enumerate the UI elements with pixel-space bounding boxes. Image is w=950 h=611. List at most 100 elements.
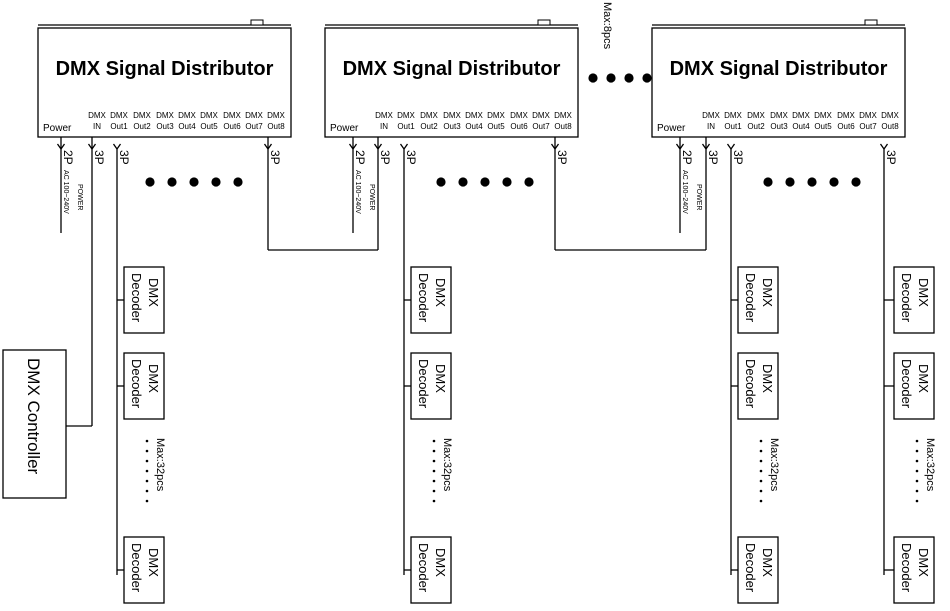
dot-icon bbox=[145, 479, 149, 483]
decoder-label-2: Decoder bbox=[129, 359, 144, 409]
port-label-bottom: Out8 bbox=[554, 122, 572, 131]
port-label-top: DMX bbox=[156, 111, 174, 120]
dot-icon bbox=[785, 177, 795, 187]
max-decoders-label: Max:32pcs bbox=[924, 438, 936, 492]
decoder-label-1: DMX bbox=[760, 364, 775, 393]
dot-icon bbox=[432, 459, 436, 463]
controller-box bbox=[2, 349, 67, 499]
distributor-title: DMX Signal Distributor bbox=[343, 58, 561, 80]
arrow-icon bbox=[112, 143, 122, 151]
3p-label: 3P bbox=[378, 150, 392, 165]
dot-icon bbox=[432, 439, 436, 443]
dot-icon bbox=[915, 489, 919, 493]
dot-icon bbox=[763, 177, 773, 187]
arrow-icon bbox=[348, 143, 358, 151]
dot-icon bbox=[436, 177, 446, 187]
port-label-bottom: Out4 bbox=[792, 122, 810, 131]
port-label-bottom: Out5 bbox=[200, 122, 218, 131]
dot-icon bbox=[145, 499, 149, 503]
port-label-top: DMX bbox=[88, 111, 106, 120]
port-label-bottom: Out3 bbox=[443, 122, 461, 131]
port-label-bottom: Out3 bbox=[770, 122, 788, 131]
port-label-top: DMX bbox=[223, 111, 241, 120]
port-label-bottom: IN bbox=[380, 122, 388, 131]
decoder-label-1: DMX bbox=[760, 278, 775, 307]
dot-icon bbox=[915, 449, 919, 453]
dot-icon bbox=[851, 177, 861, 187]
port-label-top: DMX bbox=[110, 111, 128, 120]
dot-icon bbox=[233, 177, 243, 187]
dot-icon bbox=[145, 459, 149, 463]
arrow-icon bbox=[879, 143, 889, 151]
dot-icon bbox=[829, 177, 839, 187]
port-label-bottom: Out8 bbox=[267, 122, 285, 131]
dot-icon bbox=[915, 479, 919, 483]
dot-icon bbox=[606, 73, 616, 83]
decoder-box bbox=[737, 266, 779, 334]
port-label-bottom: IN bbox=[93, 122, 101, 131]
port-label-bottom: Out5 bbox=[487, 122, 505, 131]
port-label-top: DMX bbox=[487, 111, 505, 120]
mount-tab bbox=[864, 19, 878, 26]
port-label-top: DMX bbox=[133, 111, 151, 120]
decoder-label-2: Decoder bbox=[129, 273, 144, 323]
dot-icon bbox=[458, 177, 468, 187]
dot-icon bbox=[807, 177, 817, 187]
decoder-label-2: Decoder bbox=[743, 273, 758, 323]
dot-icon bbox=[167, 177, 177, 187]
port-label-bottom: Out8 bbox=[881, 122, 899, 131]
port-label-top: DMX bbox=[510, 111, 528, 120]
dot-icon bbox=[624, 73, 634, 83]
port-label-bottom: Out1 bbox=[397, 122, 415, 131]
arrow-icon bbox=[675, 143, 685, 151]
port-label-top: DMX bbox=[397, 111, 415, 120]
dmx-controller: DMX Controller bbox=[2, 349, 67, 499]
port-label-bottom: Out1 bbox=[110, 122, 128, 131]
mount-tab bbox=[250, 19, 264, 26]
distributor-title: DMX Signal Distributor bbox=[670, 58, 888, 80]
dot-icon bbox=[211, 177, 221, 187]
dot-icon bbox=[145, 469, 149, 473]
arrow-icon bbox=[550, 143, 560, 151]
decoder-label-1: DMX bbox=[146, 548, 161, 577]
decoder-box bbox=[123, 536, 165, 604]
port-label-top: DMX bbox=[554, 111, 572, 120]
port-label-bottom: Out2 bbox=[133, 122, 151, 131]
dot-icon bbox=[189, 177, 199, 187]
decoder-box bbox=[893, 266, 935, 334]
distributor-2: DMX Signal DistributorPowerDMXINDMXOut1D… bbox=[324, 19, 579, 138]
decoder-box bbox=[737, 352, 779, 420]
decoder-label-1: DMX bbox=[916, 364, 931, 393]
port-label-bottom: Out1 bbox=[724, 122, 742, 131]
power-label: Power bbox=[43, 123, 72, 134]
decoder-label-1: DMX bbox=[146, 278, 161, 307]
2p-label: 2P bbox=[353, 150, 367, 165]
decoder-label-1: DMX bbox=[146, 364, 161, 393]
arrow-icon bbox=[56, 143, 66, 151]
port-label-bottom: Out2 bbox=[747, 122, 765, 131]
3p-label: 3P bbox=[731, 150, 745, 165]
port-label-top: DMX bbox=[200, 111, 218, 120]
port-label-top: DMX bbox=[465, 111, 483, 120]
distributor-3: DMX Signal DistributorPowerDMXINDMXOut1D… bbox=[651, 19, 906, 138]
port-label-top: DMX bbox=[443, 111, 461, 120]
3p-label: 3P bbox=[555, 150, 569, 165]
dot-icon bbox=[524, 177, 534, 187]
decoder-label-1: DMX bbox=[760, 548, 775, 577]
port-label-bottom: IN bbox=[707, 122, 715, 131]
max-decoders-label: Max:32pcs bbox=[441, 438, 453, 492]
decoder-label-2: Decoder bbox=[743, 543, 758, 593]
port-label-bottom: Out7 bbox=[859, 122, 877, 131]
decoder-label-1: DMX bbox=[433, 548, 448, 577]
dot-icon bbox=[588, 73, 598, 83]
